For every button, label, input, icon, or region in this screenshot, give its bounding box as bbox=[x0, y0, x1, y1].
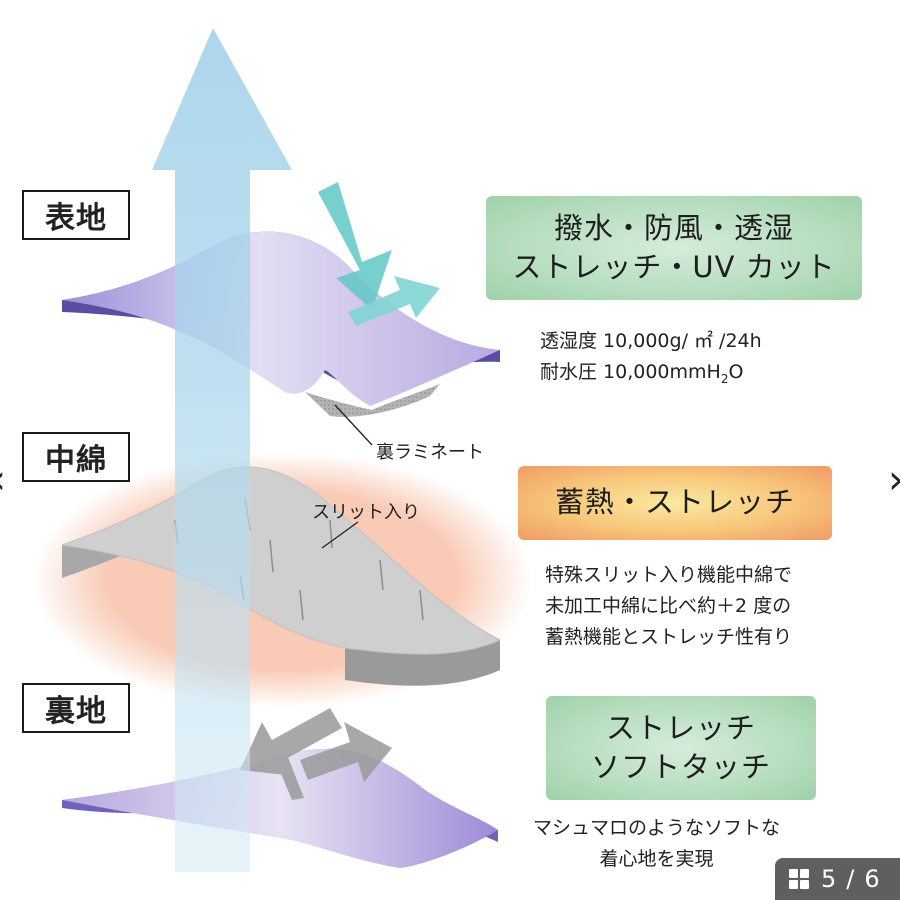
lining-fabric bbox=[62, 748, 498, 868]
lining-note-line2: 着心地を実現 bbox=[599, 847, 714, 870]
lining-note-line1: マシュマロのようなソフトな bbox=[533, 817, 781, 839]
outer-spec-notes: 透湿度 10,000g/ ㎡ /24h 耐水圧 10,000mmH2O bbox=[540, 326, 762, 389]
grid-icon bbox=[789, 869, 809, 889]
slit-callout: スリット入り bbox=[312, 502, 420, 523]
next-image-button[interactable]: › bbox=[888, 460, 900, 500]
wind-arrows bbox=[318, 182, 440, 326]
outer-feature-line1: 撥水・防風・透湿 bbox=[553, 210, 794, 245]
current-page: 5 bbox=[821, 865, 837, 893]
water-resistance-subscript: 2 bbox=[720, 371, 729, 386]
middle-note-line1: 特殊スリット入り機能中綿で bbox=[545, 564, 793, 586]
water-resistance-value: 耐水圧 10,000mmH bbox=[540, 360, 721, 383]
middle-feature-line1: 蓄熱・ストレッチ bbox=[554, 485, 795, 520]
middle-notes: 特殊スリット入り機能中綿で 未加工中綿に比べ約＋2 度の 蓄熱機能とストレッチ性… bbox=[545, 560, 792, 652]
laminate-callout: 裏ラミネート bbox=[376, 442, 484, 463]
outer-feature-line2: ストレッチ・UV カット bbox=[512, 250, 836, 284]
vapor-arrow bbox=[152, 28, 292, 872]
page-indicator: 5 / 6 bbox=[821, 865, 880, 893]
laminate-leader-line bbox=[334, 404, 373, 446]
lining-feature-line1: ストレッチ bbox=[605, 710, 756, 745]
middle-layer-tag: 中綿 bbox=[22, 432, 130, 482]
middle-note-line3: 蓄熱機能とストレッチ性有り bbox=[545, 625, 793, 648]
outer-fabric bbox=[62, 231, 500, 417]
outer-layer-tag: 表地 bbox=[22, 190, 130, 240]
outer-feature-box: 撥水・防風・透湿 ストレッチ・UV カット bbox=[486, 196, 862, 300]
water-resistance-spec: 耐水圧 10,000mmH2O bbox=[540, 357, 762, 389]
breathability-spec: 透湿度 10,000g/ ㎡ /24h bbox=[540, 330, 762, 352]
lining-notes: マシュマロのようなソフトな 着心地を実現 bbox=[533, 813, 780, 875]
water-resistance-tail: O bbox=[728, 360, 744, 383]
image-pager[interactable]: 5 / 6 bbox=[775, 858, 900, 900]
lining-feature-line2: ソフトタッチ bbox=[590, 750, 771, 784]
middle-note-line2: 未加工中綿に比べ約＋2 度の bbox=[545, 594, 792, 617]
middle-feature-box: 蓄熱・ストレッチ bbox=[518, 466, 832, 540]
stretch-arrows bbox=[240, 708, 392, 800]
lining-feature-box: ストレッチ ソフトタッチ bbox=[546, 696, 816, 800]
slit-leader-line bbox=[321, 521, 359, 549]
prev-image-button[interactable]: ‹ bbox=[0, 460, 6, 500]
total-pages: 6 bbox=[864, 865, 880, 893]
page-separator: / bbox=[846, 865, 855, 893]
lining-layer-tag: 裏地 bbox=[22, 683, 130, 733]
